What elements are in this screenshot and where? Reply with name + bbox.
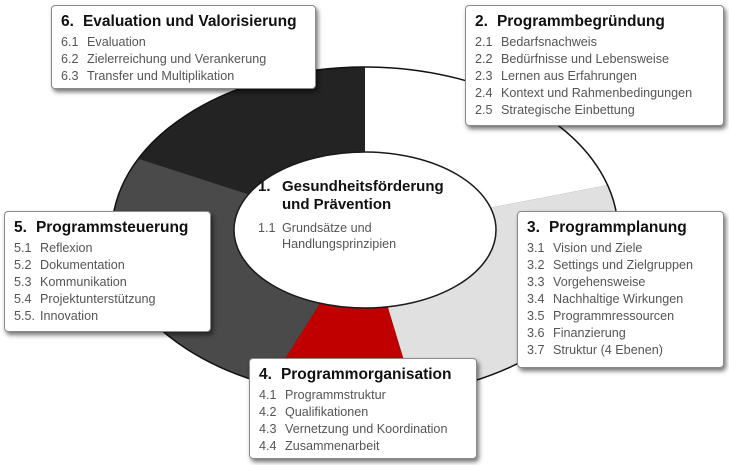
item-text: Bedarfsnachweis xyxy=(501,35,597,49)
list-item: 2.1 Bedarfsnachweis xyxy=(475,34,715,51)
list-item: 5.3 Kommunikation xyxy=(14,274,202,291)
item-text: Evaluation xyxy=(87,35,146,49)
item-text: Kontext und Rahmenbedingungen xyxy=(501,86,693,100)
item-number: 3.5 xyxy=(527,309,545,323)
box-programmsteuerung: 5.Programmsteuerung 5.1 Reflexion 5.2 Dokume… xyxy=(4,211,211,332)
center-title: 1.Gesundheitsförderung und Prävention xyxy=(258,178,444,213)
box6-title: 6.Evaluation und Valorisierung xyxy=(61,13,297,30)
item-number: 4.1 xyxy=(259,388,277,402)
list-item: 3.6 Finanzierung xyxy=(527,325,715,342)
list-item: 2.5 Strategische Einbettung xyxy=(475,102,715,119)
item-text: Kommunikation xyxy=(40,275,127,289)
box5-title: 5.Programmsteuerung xyxy=(14,219,189,236)
item-text: Vorgehensweise xyxy=(553,275,646,289)
list-item: 6.2 Zielerreichung und Verankerung xyxy=(61,51,307,68)
item-number: 4.3 xyxy=(259,422,277,436)
item-text: Zielerreichung und Verankerung xyxy=(87,52,267,66)
list-item: 4.4 Zusammenarbeit xyxy=(259,438,468,455)
item-text: Reflexion xyxy=(40,241,93,255)
list-item: 5.1 Reflexion xyxy=(14,240,202,257)
item-number: 2.2 xyxy=(475,52,493,66)
item-number: 3.1 xyxy=(527,241,545,255)
item-text: Projektunterstützung xyxy=(40,292,156,306)
center-number: 1. xyxy=(258,178,271,195)
center-label: 1.Gesundheitsförderung und Prävention 1.… xyxy=(258,178,473,252)
list-item: 5.2 Dokumentation xyxy=(14,257,202,274)
item-text: Qualifikationen xyxy=(285,405,369,419)
list-item: 4.3 Vernetzung und Koordination xyxy=(259,421,468,438)
list-item: 4.2 Qualifikationen xyxy=(259,404,468,421)
list-item: 4.1 Programmstruktur xyxy=(259,387,468,404)
item-number: 6.3 xyxy=(61,69,79,83)
box4-title: 4.Programmorganisation xyxy=(259,366,452,383)
item-number: 4.4 xyxy=(259,439,277,453)
item-text: Lernen aus Erfahrungen xyxy=(501,69,637,83)
item-number: 4.2 xyxy=(259,405,277,419)
list-item: 5.5. Innovation xyxy=(14,308,202,325)
list-item: 3.4 Nachhaltige Wirkungen xyxy=(527,291,715,308)
box5-list: 5.1 Reflexion 5.2 Dokumentation 5.3 Kommunika… xyxy=(14,240,202,325)
item-text: Zusammenarbeit xyxy=(285,439,380,453)
item-number: 3.3 xyxy=(527,275,545,289)
item-text: Strategische Einbettung xyxy=(501,103,635,117)
box3-number: 3. xyxy=(527,219,540,236)
box6-number: 6. xyxy=(61,13,74,30)
list-item: 5.4 Projektunterstützung xyxy=(14,291,202,308)
item-number: 5.3 xyxy=(14,275,32,289)
item-text: Transfer und Multiplikation xyxy=(87,69,235,83)
list-item: 3.7 Struktur (4 Ebenen) xyxy=(527,342,715,359)
box2-title: 2.Programmbegründung xyxy=(475,13,665,30)
box4-list: 4.1 Programmstruktur 4.2 Qualifikationen 4.3… xyxy=(259,387,468,455)
item-text: Dokumentation xyxy=(40,258,125,272)
list-item: 2.4 Kontext und Rahmenbedingungen xyxy=(475,85,715,102)
list-item: 3.2 Settings und Zielgruppen xyxy=(527,257,715,274)
list-item: 6.1 Evaluation xyxy=(61,34,307,51)
item-text: Programmstruktur xyxy=(285,388,386,402)
item-text: Struktur (4 Ebenen) xyxy=(553,343,663,357)
box3-list: 3.1 Vision und Ziele 3.2 Settings und Zielg… xyxy=(527,240,715,359)
item-number: 3.4 xyxy=(527,292,545,306)
item-number: 2.5 xyxy=(475,103,493,117)
list-item: 3.5 Programmressourcen xyxy=(527,308,715,325)
item-number: 2.4 xyxy=(475,86,493,100)
item-text: Vision und Ziele xyxy=(553,241,643,255)
item-text: Nachhaltige Wirkungen xyxy=(553,292,684,306)
list-item: 2.2 Bedürfnisse und Lebensweise xyxy=(475,51,715,68)
item-number: 2.3 xyxy=(475,69,493,83)
item-text: Innovation xyxy=(40,309,99,323)
box-programmorganisation: 4.Programmorganisation 4.1 Programmstruktu… xyxy=(249,358,477,459)
box3-title: 3.Programmplanung xyxy=(527,219,687,236)
item-number: 3.6 xyxy=(527,326,545,340)
item-number: 3.2 xyxy=(527,258,545,272)
list-item: 6.3 Transfer und Multiplikation xyxy=(61,68,307,85)
list-item: 3.3 Vorgehensweise xyxy=(527,274,715,291)
center-ellipse xyxy=(233,151,497,309)
item-number: 2.1 xyxy=(475,35,493,49)
item-text: Programmressourcen xyxy=(553,309,675,323)
item-number: 5.4 xyxy=(14,292,32,306)
item-text: Bedürfnisse und Lebensweise xyxy=(501,52,670,66)
box6-list: 6.1 Evaluation 6.2 Zielerreichung und Veran… xyxy=(61,34,307,85)
item-text: Finanzierung xyxy=(553,326,626,340)
box4-number: 4. xyxy=(259,366,272,383)
item-number: 6.2 xyxy=(61,52,79,66)
box-evaluation: 6.Evaluation und Valorisierung 6.1 Evaluat… xyxy=(51,5,316,89)
list-item: 3.1 Vision und Ziele xyxy=(527,240,715,257)
item-number: 5.2 xyxy=(14,258,32,272)
item-number: 5.1 xyxy=(14,241,32,255)
box2-list: 2.1 Bedarfsnachweis 2.2 Bedürfnisse und Leb… xyxy=(475,34,715,119)
list-item: 2.3 Lernen aus Erfahrungen xyxy=(475,68,715,85)
item-number: 6.1 xyxy=(61,35,79,49)
item-number: 5.5. xyxy=(14,309,36,323)
box5-number: 5. xyxy=(14,219,27,236)
item-text: Settings und Zielgruppen xyxy=(553,258,694,272)
item-text: Vernetzung und Koordination xyxy=(285,422,448,436)
box2-number: 2. xyxy=(475,13,488,30)
item-number: 3.7 xyxy=(527,343,545,357)
